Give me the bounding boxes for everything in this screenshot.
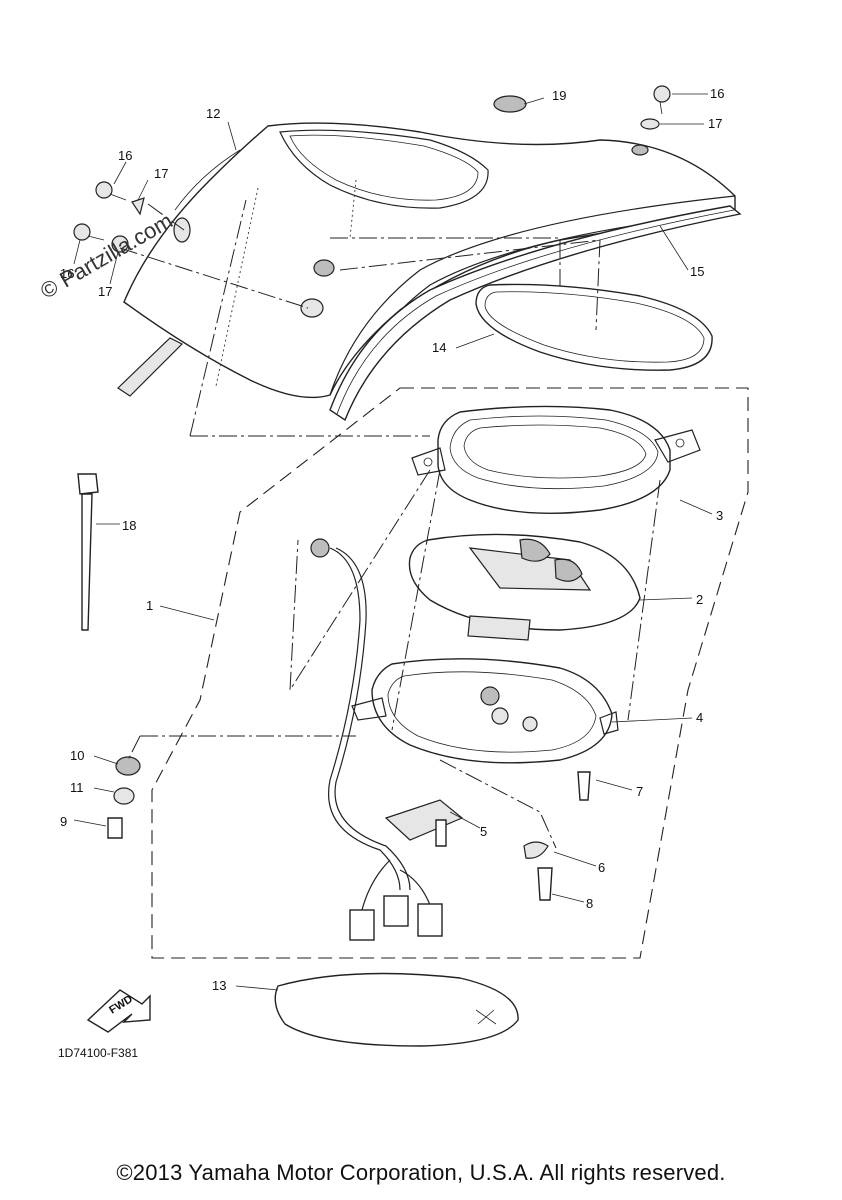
callout-17-right: 17 (708, 116, 722, 131)
callout-15: 15 (690, 264, 704, 279)
part-12-cover (123, 122, 736, 399)
callout-9: 9 (60, 814, 67, 829)
part-2-gauge-unit (408, 533, 641, 641)
part-17-washer-right (640, 118, 660, 130)
part-6-clamp (523, 841, 549, 859)
callout-14: 14 (432, 340, 446, 355)
fwd-arrow-icon: FWD (86, 989, 151, 1033)
part-18-cable-tie (77, 473, 99, 631)
callout-18: 18 (122, 518, 136, 533)
part-5-bracket (384, 799, 464, 841)
part-17-washer-left-lower (111, 235, 129, 253)
callout-16-left-upper: 16 (118, 148, 132, 163)
part-7-screw (577, 771, 591, 801)
part-8-trim-piece (117, 337, 184, 397)
part-5-screw (435, 819, 447, 847)
callout-6: 6 (598, 860, 605, 875)
callout-12: 12 (206, 106, 220, 121)
callout-7: 7 (636, 784, 643, 799)
callout-16-left-lower: 16 (60, 266, 74, 281)
callout-5: 5 (480, 824, 487, 839)
callout-17-left-upper: 17 (154, 166, 168, 181)
callout-8: 8 (586, 896, 593, 911)
callout-11: 11 (70, 780, 84, 795)
callout-10: 10 (70, 748, 84, 763)
part-4-lower-case (351, 658, 619, 764)
part-3-lens-housing (411, 405, 701, 515)
assembly-boundary (151, 387, 749, 959)
part-16-bolt-right (653, 85, 671, 103)
callout-2: 2 (696, 592, 703, 607)
callout-19: 19 (552, 88, 566, 103)
callout-1: 1 (146, 598, 153, 613)
part-10-grommet (115, 756, 141, 776)
part-14-gasket (475, 283, 713, 371)
part-16-bolt-left-upper (95, 181, 113, 199)
part-19-cap (493, 95, 527, 113)
callout-13: 13 (212, 978, 226, 993)
wire-harness (310, 538, 443, 941)
part-8-screw (537, 867, 553, 901)
part-9-bolt (107, 817, 123, 839)
part-16-bolt-left-lower (73, 223, 91, 241)
part-13-label (274, 972, 519, 1047)
callout-16-right: 16 (710, 86, 724, 101)
part-15-trim-strip (329, 205, 742, 422)
copyright-notice: ©2013 Yamaha Motor Corporation, U.S.A. A… (116, 1160, 726, 1185)
part-11-collar (113, 787, 135, 805)
callout-17-left-lower: 17 (98, 284, 112, 299)
diagram-reference-code: 1D74100-F381 (58, 1046, 139, 1060)
part-17-washer-left-upper (131, 197, 145, 216)
callout-3: 3 (716, 508, 723, 523)
callout-4: 4 (696, 710, 703, 725)
